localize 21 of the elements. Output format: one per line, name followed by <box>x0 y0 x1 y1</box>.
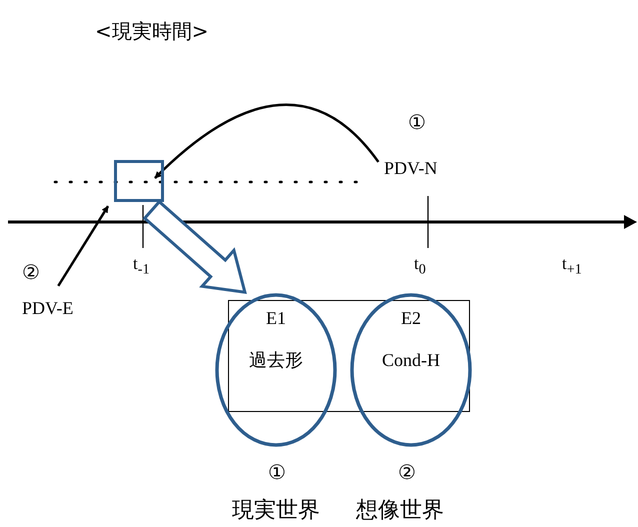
title: <現実時間> <box>95 20 209 42</box>
callout-number: ① <box>408 112 426 134</box>
arrow <box>154 104 380 179</box>
callout-number: ② <box>398 462 416 484</box>
node-title: E2 <box>400 309 422 329</box>
callout-number: ① <box>268 462 286 484</box>
node-label: 過去形 <box>248 351 304 371</box>
tick-label: t$_{+1}$ <box>562 255 582 278</box>
arrow <box>57 206 110 287</box>
caption-text: 現実世界 <box>232 498 320 522</box>
caption-text: 想像世界 <box>356 498 444 522</box>
node-label: Cond-H <box>381 351 441 371</box>
tick-label: t$_{0}$ <box>414 255 426 278</box>
callout-number: ② <box>22 262 40 284</box>
node-title: E1 <box>265 309 287 329</box>
block-arrow <box>142 200 247 294</box>
highlight-box <box>114 160 164 202</box>
tick-label: t$_{-1}$ <box>133 255 150 278</box>
node-label: PDV-E <box>22 298 88 320</box>
node-label: PDV-N <box>384 158 464 180</box>
frame-box <box>228 300 470 412</box>
